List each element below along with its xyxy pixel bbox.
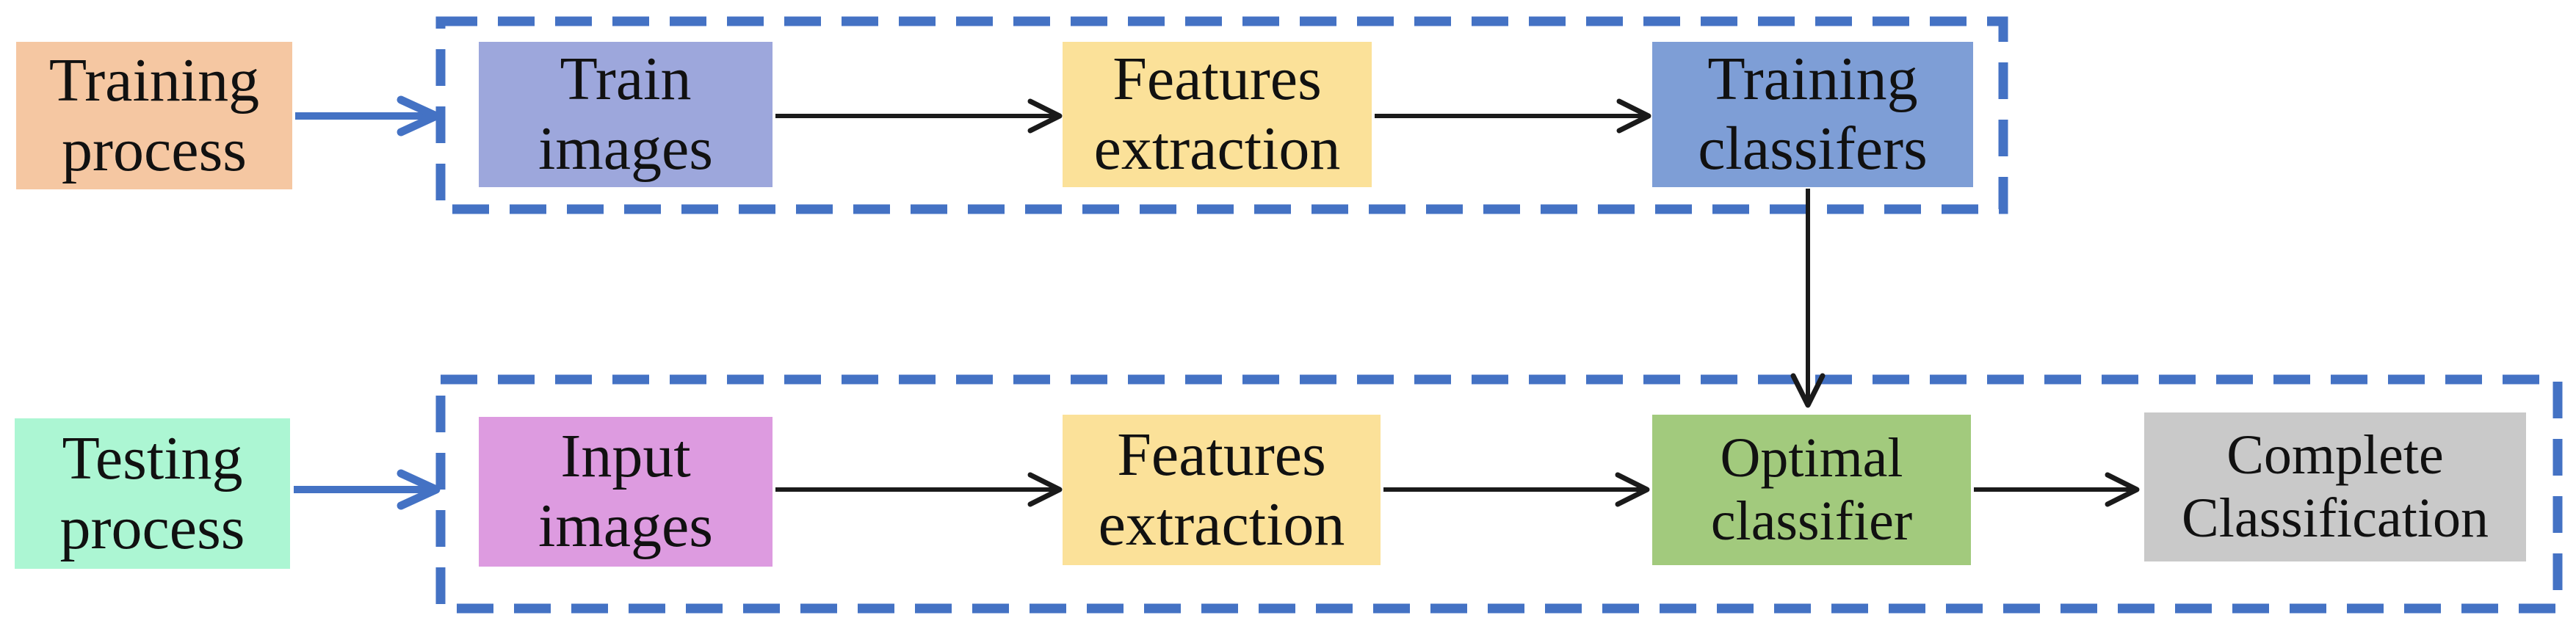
node-train-images: Train images bbox=[479, 42, 773, 187]
node-training-process-label: Training process bbox=[48, 46, 260, 184]
node-optimal-classifier: Optimal classifier bbox=[1652, 415, 1971, 565]
node-features-extraction-bottom-label: Features extraction bbox=[1098, 420, 1345, 559]
node-complete-classification: Complete Classification bbox=[2144, 412, 2526, 561]
node-optimal-classifier-label: Optimal classifier bbox=[1710, 426, 1913, 552]
node-input-images: Input images bbox=[479, 417, 773, 567]
testing-container-border bbox=[435, 374, 2563, 614]
node-train-images-label: Train images bbox=[538, 45, 713, 183]
node-testing-process-label: Testing process bbox=[59, 423, 245, 562]
node-features-extraction-top-label: Features extraction bbox=[1093, 45, 1341, 183]
node-input-images-label: Input images bbox=[538, 422, 713, 560]
node-features-extraction-bottom: Features extraction bbox=[1063, 415, 1381, 565]
training-container-border bbox=[435, 16, 2008, 214]
node-features-extraction-top: Features extraction bbox=[1063, 42, 1372, 187]
node-complete-classification-label: Complete Classification bbox=[2182, 423, 2489, 549]
node-training-classifiers-label: Training classifers bbox=[1698, 45, 1928, 183]
node-training-classifiers: Training classifers bbox=[1652, 42, 1973, 187]
node-training-process: Training process bbox=[16, 42, 292, 189]
node-testing-process: Testing process bbox=[15, 418, 290, 569]
